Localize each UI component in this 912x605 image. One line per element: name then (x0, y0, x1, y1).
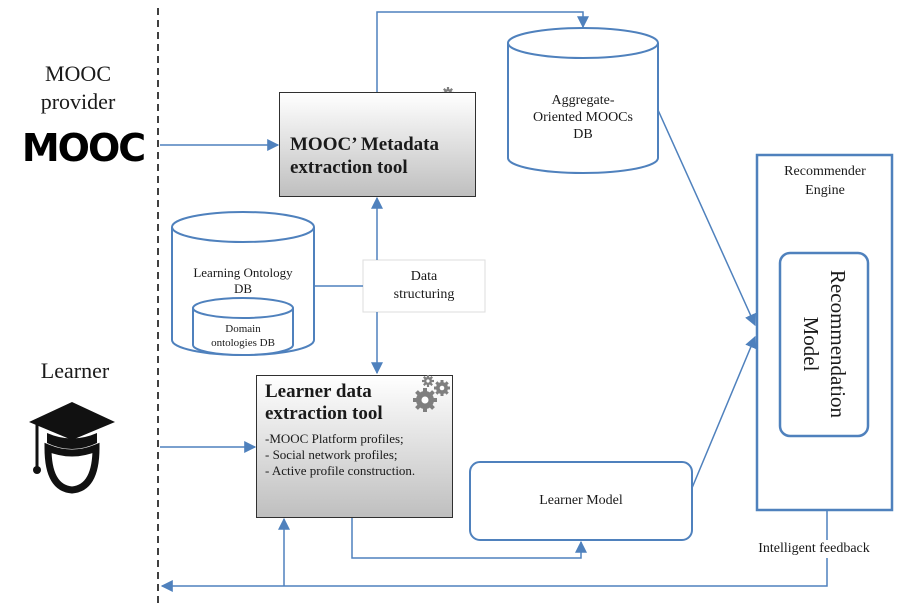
arrow-learner-model-to-recommender (691, 335, 757, 489)
graduate-learner-icon (29, 402, 115, 494)
learner-tool-title: Learner data extraction tool (265, 381, 383, 424)
arrow-learner-tool-to-learner-model (351, 517, 587, 559)
recommender-engine-label: Recommender Engine (784, 164, 866, 198)
metadata-tool-title: MOOC’ Metadata extraction tool (290, 134, 439, 178)
domain-ontologies-db-cylinder (192, 297, 294, 356)
recommendation-model-text: Recommendation Model (799, 269, 850, 419)
arrow-intelligent-feedback (160, 510, 828, 592)
arrow-aggregate-db-to-recommender (657, 109, 757, 327)
domain-ontologies-db-label: Domain ontologies DB (211, 323, 275, 349)
learner-tool-item: - Active profile construction. (265, 463, 416, 478)
mooc-logo: MOOC (21, 126, 146, 170)
aggregate-db-cylinder (507, 27, 659, 174)
arrow-metadata-tool-to-aggregate-db (376, 11, 589, 92)
provider-label: MOOC provider (40, 61, 116, 114)
learner-model-label: Learner Model (539, 493, 623, 508)
learner-tool-items: -MOOC Platform profiles; - Social networ… (265, 431, 450, 479)
gears-icon (413, 375, 450, 412)
data-structuring-label: Data structuring (393, 269, 455, 302)
learner-tool-item: - Social network profiles; (265, 447, 398, 462)
data-structuring-box (362, 259, 486, 313)
learning-ontology-db-label: Learning Ontology DB (193, 265, 293, 296)
connectors (160, 11, 828, 592)
recommendation-model-box (778, 251, 870, 438)
intelligent-feedback-label: Intelligent feedback (734, 540, 894, 558)
learner-label: Learner (40, 358, 110, 383)
aggregate-db-label: Aggregate- Oriented MOOCs DB (533, 93, 633, 142)
learner-model-box (469, 461, 693, 541)
learner-tool-item: -MOOC Platform profiles; (265, 431, 404, 446)
metadata-extraction-tool-box: MOOC’ Metadata extraction tool (279, 92, 476, 197)
